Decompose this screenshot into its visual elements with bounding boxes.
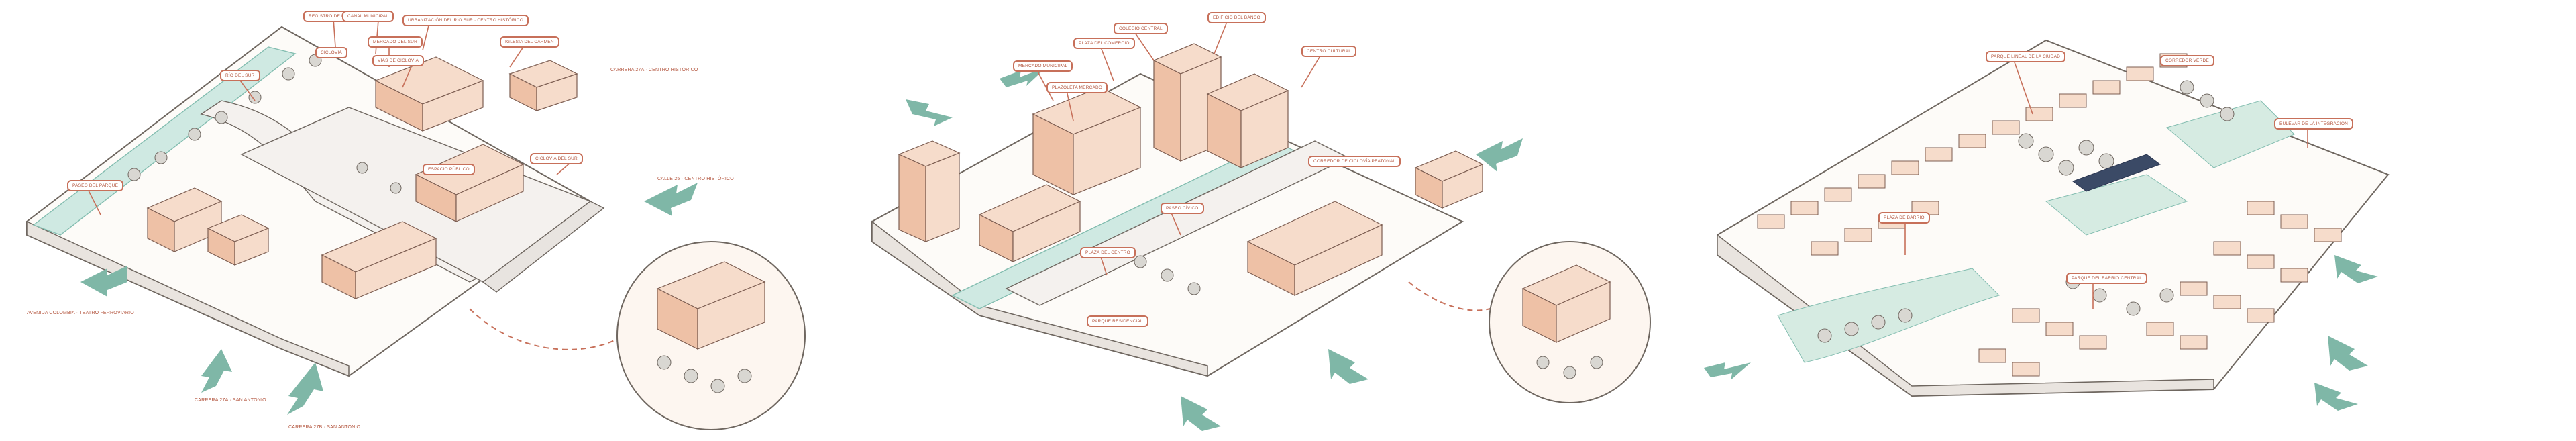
label-urbanizacion-rio-sur: Urbanización del Río Sur · Centro Histór… — [402, 15, 529, 26]
label-corredor-verde: Corredor Verde — [2160, 55, 2214, 66]
flow-arrow-icon — [80, 266, 127, 297]
flow-arrow-icon — [201, 349, 232, 393]
label-paseo-parque: Paseo del Parque — [67, 180, 124, 191]
flow-arrow-icon — [2314, 383, 2358, 411]
label-parque-residencial: Parque Residencial — [1087, 315, 1148, 327]
label-mercado-sur: Mercado del Sur — [368, 36, 423, 48]
label-centro-cultural: Centro Cultural — [1301, 46, 1357, 57]
panel-3-neighborhood — [1704, 39, 2390, 411]
label-colegio-central: Colegio Central — [1114, 23, 1168, 34]
label-corredor-ciclovia: Corredor de Ciclovía Peatonal — [1308, 156, 1401, 167]
flow-arrow-icon — [287, 362, 323, 415]
flow-arrow-icon — [2334, 255, 2378, 283]
label-carrera-27a-centro: Carrera 27a · Centro Histórico — [610, 68, 698, 72]
label-rio-del-sur: Río del Sur — [220, 70, 260, 81]
label-plaza-barrio: Plaza de Barrio — [1878, 212, 1930, 224]
panel-2-civic-center — [871, 43, 1651, 431]
flow-arrow-icon — [1000, 67, 1046, 87]
flow-arrow-icon — [906, 99, 953, 126]
label-parque-barrio-central: Parque del Barrio Central — [2066, 273, 2148, 284]
label-parque-lineal: Parque Lineal de la Ciudad — [1986, 51, 2066, 62]
label-iglesia-carmen: Iglesia del Carmen — [500, 36, 559, 48]
label-plazoleta-mercado: Plazoleta Mercado — [1046, 82, 1108, 93]
flow-arrow-icon — [2328, 336, 2368, 371]
label-avenida-colombia: Avenida Colombia · Teatro Ferroviario — [27, 311, 134, 315]
label-edificio-banco: Edificio del Banco — [1208, 12, 1266, 23]
label-espacio-publico: Espacio Público — [423, 164, 475, 175]
flow-arrow-icon — [644, 183, 698, 216]
label-ciclovia: Ciclovía — [315, 47, 347, 58]
label-mercado-municipal: Mercado Municipal — [1013, 60, 1073, 72]
flow-arrow-icon — [1476, 138, 1523, 172]
label-ciclovia-sur: Ciclovía del Sur — [530, 153, 583, 164]
label-vias-ciclovia: Vías de Ciclovía — [372, 55, 424, 66]
label-plaza-comercio: Plaza del Comercio — [1073, 38, 1135, 49]
label-carrera-27a-san-antonio: Carrera 27a · San Antonio — [195, 398, 266, 403]
label-calle-25: Calle 25 · Centro Histórico — [657, 177, 734, 181]
label-bulevar-integracion: Bulevar de la Integración — [2274, 118, 2354, 130]
flow-arrow-icon — [1704, 362, 1751, 380]
label-carrera-27b-san-antonio: Carrera 27b · San Antonio — [288, 425, 361, 430]
label-canal-municipal: Canal Municipal — [342, 11, 394, 22]
label-plaza-centro: Plaza del Centro — [1080, 247, 1136, 258]
flow-arrow-icon — [1328, 349, 1368, 384]
label-paseo-civico: Paseo Cívico — [1161, 203, 1204, 214]
panel-1-riverfront — [26, 26, 806, 430]
flow-arrow-icon — [1181, 396, 1221, 431]
